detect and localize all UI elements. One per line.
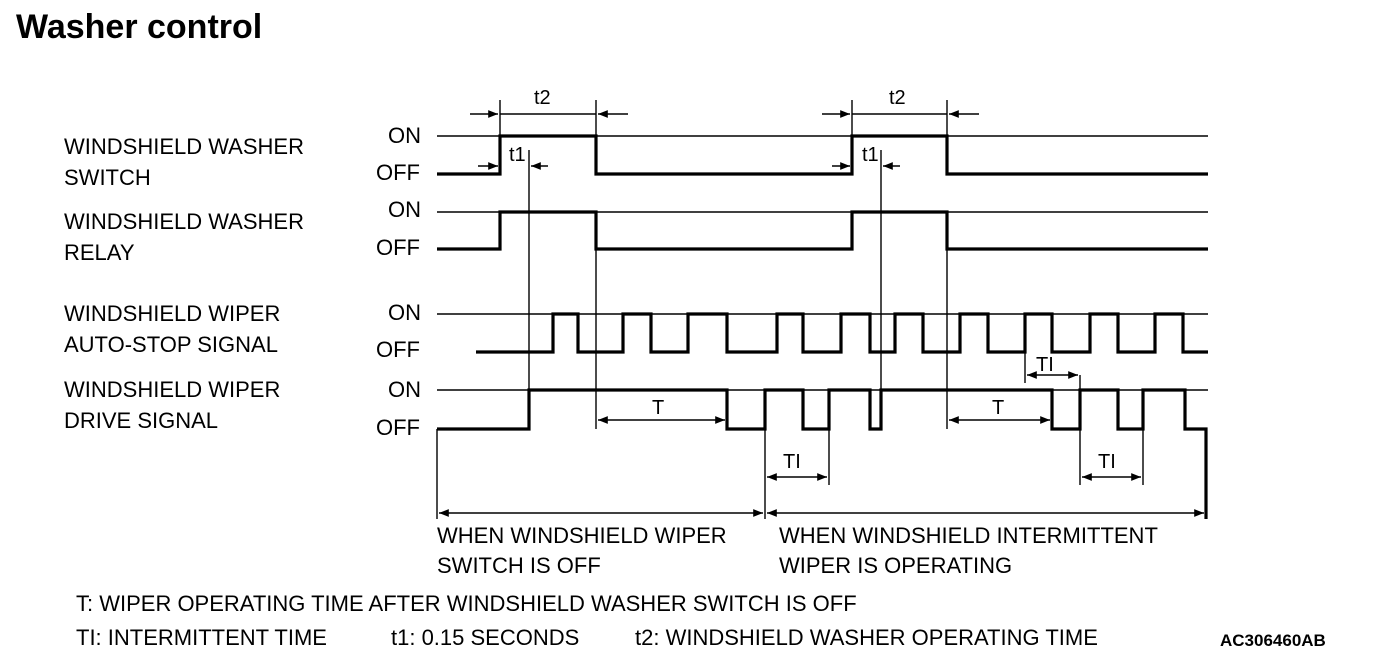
switch-on-label: ON — [388, 123, 421, 148]
auto-stop-label-1: WINDSHIELD WIPER — [64, 301, 280, 326]
legend-ti: TI: INTERMITTENT TIME — [76, 625, 327, 650]
ti-dimension-lower-2: TI — [1082, 451, 1141, 481]
state-labels: ON OFF ON OFF ON OFF ON OFF — [376, 123, 421, 440]
t2-dimension-2: t2 — [822, 87, 979, 118]
t-label-1: T — [652, 397, 664, 419]
t1-label-2: t1 — [862, 144, 879, 166]
section-left-line1: WHEN WINDSHIELD WIPER — [437, 523, 727, 548]
relay-off-label: OFF — [376, 235, 420, 260]
legend-t2: t2: WINDSHIELD WASHER OPERATING TIME — [635, 625, 1098, 650]
t-dimension-2: T — [949, 397, 1050, 424]
waveforms — [437, 134, 1208, 519]
washer-switch-waveform — [437, 134, 1208, 176]
ti-label-lower-2: TI — [1098, 451, 1116, 473]
section-right-line1: WHEN WINDSHIELD INTERMITTENT — [779, 523, 1158, 548]
t2-label-1: t2 — [534, 87, 551, 109]
drive-signal-label-1: WINDSHIELD WIPER — [64, 377, 280, 402]
drive-signal-waveform — [437, 388, 1208, 519]
t-dimension-1: T — [598, 397, 725, 424]
t2-dimension-1: t2 — [470, 87, 628, 118]
section-captions: WHEN WINDSHIELD WIPER SWITCH IS OFF WHEN… — [437, 523, 1158, 578]
washer-relay-waveform — [437, 210, 1208, 251]
washer-switch-label-1: WINDSHIELD WASHER — [64, 134, 304, 159]
section-right-line2: WIPER IS OPERATING — [779, 553, 1012, 578]
figure-code: AC306460AB — [1220, 631, 1326, 650]
relay-on-label: ON — [388, 197, 421, 222]
t2-label-2: t2 — [889, 87, 906, 109]
legend-t1: t1: 0.15 SECONDS — [391, 625, 579, 650]
washer-relay-label-1: WINDSHIELD WASHER — [64, 209, 304, 234]
t1-dimension-1: t1 — [478, 144, 548, 170]
signal-labels: WINDSHIELD WASHER SWITCH WINDSHIELD WASH… — [64, 134, 304, 433]
page-title: Washer control — [16, 8, 263, 46]
drive-off-label: OFF — [376, 415, 420, 440]
auto-stop-off-label: OFF — [376, 337, 420, 362]
section-left-line2: SWITCH IS OFF — [437, 553, 601, 578]
auto-stop-waveform — [476, 312, 1208, 354]
switch-off-label: OFF — [376, 160, 420, 185]
ti-label-upper: TI — [1036, 354, 1054, 376]
t1-label-1: t1 — [509, 144, 526, 166]
washer-relay-label-2: RELAY — [64, 240, 135, 265]
ti-label-lower-1: TI — [783, 451, 801, 473]
ti-dimension-lower-1: TI — [767, 451, 827, 481]
legend-t: T: WIPER OPERATING TIME AFTER WINDSHIELD… — [76, 591, 857, 616]
drive-signal-label-2: DRIVE SIGNAL — [64, 408, 218, 433]
auto-stop-label-2: AUTO-STOP SIGNAL — [64, 332, 278, 357]
drive-on-label: ON — [388, 377, 421, 402]
ti-dimension-upper: TI — [1027, 354, 1078, 379]
auto-stop-on-label: ON — [388, 300, 421, 325]
washer-switch-label-2: SWITCH — [64, 165, 151, 190]
reference-lines — [436, 100, 1144, 519]
t1-dimension-2: t1 — [832, 144, 900, 170]
legend: T: WIPER OPERATING TIME AFTER WINDSHIELD… — [76, 591, 1326, 650]
t-label-2: T — [992, 397, 1004, 419]
